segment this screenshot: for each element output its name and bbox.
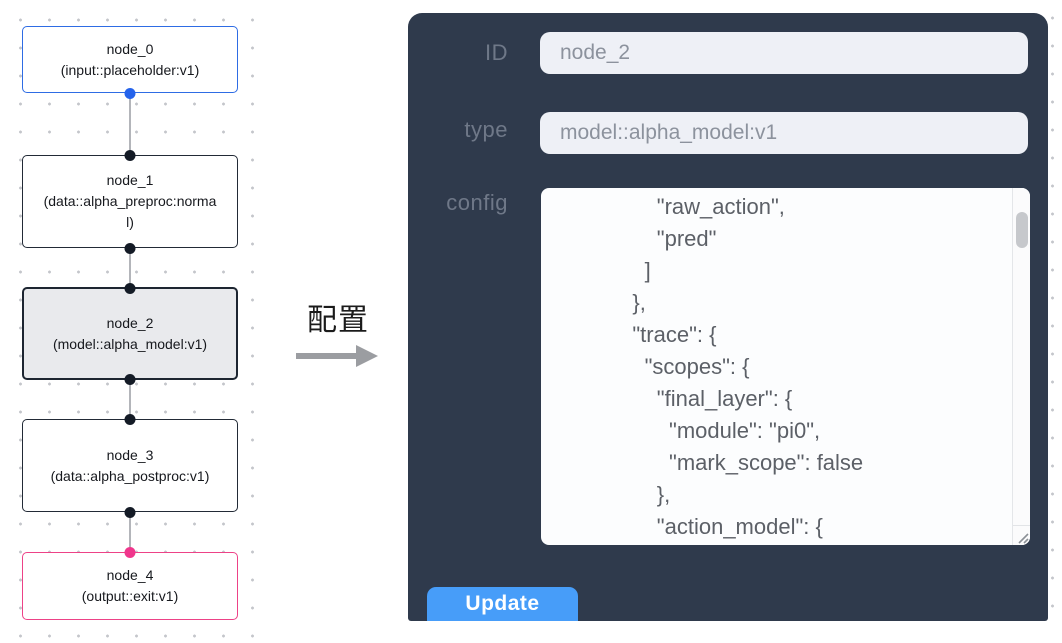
config-scrollbar-thumb[interactable]	[1016, 212, 1028, 248]
flow-node-node_0[interactable]: node_0 (input::placeholder:v1)	[22, 26, 238, 99]
flow-node-node_1[interactable]: node_1 (data::alpha_preproc:normal)	[22, 149, 238, 254]
flow-node-node_3[interactable]: node_3 (data::alpha_postproc:v1)	[22, 413, 238, 518]
input-port-dot[interactable]	[124, 282, 136, 294]
node-title: node_1	[106, 172, 154, 188]
node-type-label: (input::placeholder:v1)	[60, 61, 200, 78]
configure-label: 配置	[307, 304, 369, 337]
panel-canvas: ID type config "raw_action", "pred" ] },…	[390, 0, 1062, 628]
output-port-dot[interactable]	[124, 87, 136, 99]
node-type-label: (data::alpha_postproc:v1)	[50, 467, 210, 484]
flow-canvas: node_0 (input::placeholder:v1) node_1 (d…	[0, 0, 278, 643]
flow-node-node_4[interactable]: node_4 (output::exit:v1)	[22, 546, 238, 620]
input-port-dot[interactable]	[124, 413, 136, 425]
node-title: node_0	[106, 40, 154, 57]
scrollbar-track-separator	[1013, 525, 1030, 526]
config-field-label: config	[446, 190, 508, 215]
node-type-label: (model::alpha_model:v1)	[52, 335, 208, 352]
config-scrollbar-track[interactable]	[1012, 188, 1030, 545]
update-button[interactable]: Update	[427, 587, 578, 621]
output-port-dot[interactable]	[124, 506, 136, 518]
right-arrow-icon	[296, 345, 378, 367]
edge-node3-node4	[129, 512, 131, 552]
node-title: node_3	[106, 446, 154, 463]
output-port-dot[interactable]	[124, 373, 136, 385]
edge-node1-node2	[129, 248, 131, 287]
flow-node-node_2-selected[interactable]: node_2 (model::alpha_model:v1)	[22, 282, 238, 385]
node-title: node_2	[106, 314, 154, 331]
configure-transition: 配置	[288, 295, 388, 369]
type-input[interactable]	[540, 112, 1028, 154]
update-button-label: Update	[465, 592, 540, 615]
id-field-label: ID	[485, 40, 508, 65]
edge-node2-node3	[129, 380, 131, 419]
config-textarea[interactable]: "raw_action", "pred" ] }, "trace": { "sc…	[541, 188, 1030, 545]
output-port-dot[interactable]	[124, 242, 136, 254]
resize-handle-icon[interactable]	[1015, 530, 1029, 544]
node-type-label: (data::alpha_preproc:normal)	[43, 193, 217, 230]
edge-node0-node1	[129, 93, 131, 155]
config-json-content[interactable]: "raw_action", "pred" ] }, "trace": { "sc…	[632, 194, 864, 539]
id-input[interactable]	[540, 32, 1028, 74]
input-port-dot[interactable]	[124, 149, 136, 161]
node-config-panel: ID type config "raw_action", "pred" ] },…	[408, 13, 1048, 621]
input-port-dot[interactable]	[124, 546, 136, 558]
type-field-label: type	[464, 117, 508, 142]
node-type-label: (output::exit:v1)	[81, 588, 179, 604]
node-title: node_4	[106, 567, 154, 583]
